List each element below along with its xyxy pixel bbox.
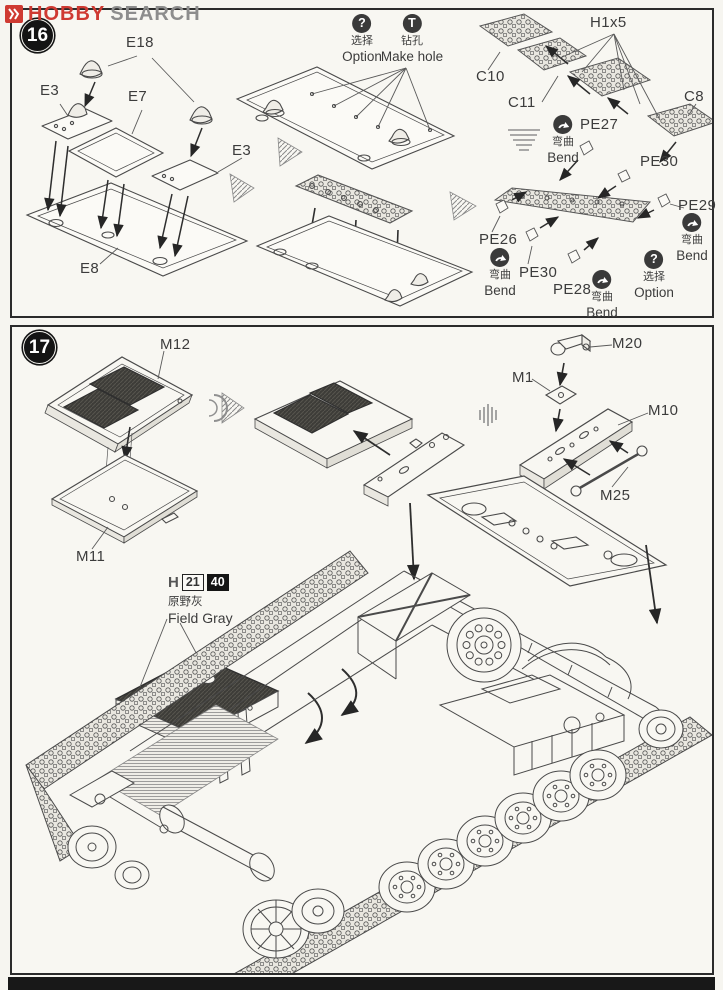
part-label-pe27: PE27 (580, 116, 619, 133)
make-hole-label-zh: 钻孔 (400, 35, 423, 47)
option-label-zh: 选择 (351, 35, 373, 47)
part-label-pe28: PE28 (553, 281, 592, 298)
part-label-m12: M12 (160, 336, 191, 353)
part-label-h1x5: H1x5 (590, 14, 627, 31)
step17-deck-plate (406, 475, 668, 625)
road-wheels (378, 749, 627, 913)
part-label-e3-left: E3 (40, 82, 60, 99)
bend-label-en: Bend (676, 247, 708, 263)
flip-icon (208, 392, 245, 424)
part-label-pe29: PE29 (678, 197, 717, 214)
option-label-en: Option (634, 284, 674, 300)
footer-bar (8, 977, 715, 990)
paint-code-white: 21 (181, 574, 204, 591)
bend-label-zh: 弯曲 (489, 269, 511, 281)
part-label-e3-right: E3 (232, 142, 252, 159)
bend-label-en: Bend (547, 149, 579, 165)
paint-name-zh: 原野灰 (168, 596, 203, 608)
part-label-m20: M20 (612, 335, 643, 352)
option-annotation-2: ? 选择 Option (634, 250, 674, 302)
step16-middle-assembly (229, 66, 477, 307)
step16-floor-assembly (25, 55, 249, 277)
part-label-m11: M11 (76, 548, 106, 565)
bend-annotation-4: 弯曲 Bend (586, 270, 618, 322)
make-hole-annotation: T 钻孔 Make hole (381, 14, 443, 66)
part-label-m1: M1 (512, 369, 534, 386)
option-icon: ? (352, 14, 372, 33)
option-label-zh: 选择 (643, 271, 665, 283)
rotate-lines-icon (479, 404, 497, 426)
paint-name-en: Field Gray (168, 610, 233, 626)
part-label-c10: C10 (476, 68, 505, 85)
bend-icon (553, 115, 573, 134)
part-label-pe30-upper: PE30 (640, 153, 679, 170)
step17-flipped-assembly (253, 380, 466, 507)
logo-text-hobby: HOBBY (28, 3, 106, 25)
option-annotation: ? 选择 Option (342, 14, 382, 66)
bend-label-zh: 弯曲 (681, 234, 703, 246)
make-hole-icon: T (402, 14, 422, 33)
bend-annotation-3: 弯曲 Bend (484, 248, 516, 300)
bend-label-en: Bend (484, 282, 516, 298)
logo-text-search: SEARCH (110, 3, 201, 25)
bend-annotation-2: 弯曲 Bend (676, 213, 708, 265)
hobby-search-logo: HOBBY SEARCH (5, 4, 201, 24)
part-label-e18: E18 (126, 34, 154, 51)
step16-track-assembly (478, 13, 712, 265)
bend-icon (490, 248, 510, 267)
paint-code-black: 40 (206, 574, 229, 591)
make-hole-label-en: Make hole (380, 48, 444, 64)
bend-label-en: Bend (586, 304, 618, 320)
hobby-search-logo-icon (5, 5, 23, 23)
part-label-m25: M25 (600, 487, 631, 504)
bend-icon (682, 213, 702, 232)
step17-number-badge: 17 (23, 331, 56, 364)
part-label-c11: C11 (508, 94, 536, 111)
bend-icon (592, 270, 612, 289)
step16-diagram (25, 13, 712, 307)
part-label-e8: E8 (80, 260, 100, 277)
step17-diagram (25, 333, 712, 973)
bend-label-zh: 弯曲 (591, 291, 613, 303)
bend-label-zh: 弯曲 (552, 136, 574, 148)
step16-panel (10, 8, 714, 318)
tank-hull-illustration (25, 550, 712, 973)
option-icon: ? (644, 250, 664, 269)
part-label-c8: C8 (684, 88, 704, 105)
part-label-pe30-lower: PE30 (519, 264, 558, 281)
paint-brand-letter: H (168, 574, 179, 591)
option-label-en: Option (342, 48, 382, 64)
part-label-m10: M10 (648, 402, 679, 419)
step17-panel (10, 325, 714, 975)
paint-callout: H 21 40 原野灰 Field Gray (168, 574, 233, 626)
step17-bracket-assembly (518, 333, 649, 497)
step16-number-badge: 16 (21, 19, 54, 52)
part-label-e7: E7 (128, 88, 148, 105)
part-label-pe26: PE26 (479, 231, 518, 248)
step17-grille-assembly (44, 350, 199, 550)
bend-annotation-1: 弯曲 Bend (547, 115, 579, 167)
